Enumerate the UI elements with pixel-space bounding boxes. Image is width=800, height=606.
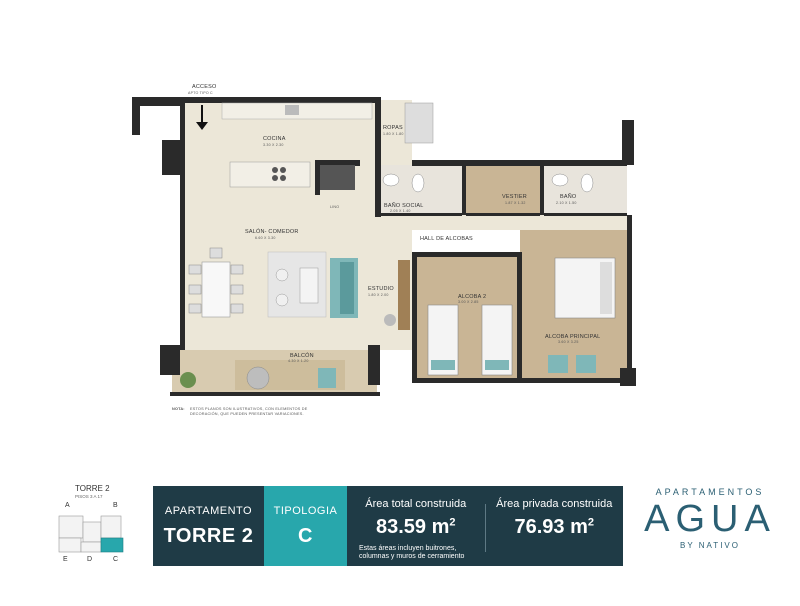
- svg-text:2.05 X 1.40: 2.05 X 1.40: [390, 209, 411, 213]
- area-divider: [484, 504, 486, 552]
- tower-mini-map: TORRE 2 PISOS 3 A 17 A B E D C: [55, 484, 140, 584]
- brand-logo: APARTAMENTOS AGUA BY NATIVO: [640, 487, 780, 567]
- type-label: TIPOLOGIA: [273, 504, 338, 517]
- apartment-value: TORRE 2: [163, 524, 254, 547]
- svg-text:2.10 X 1.50: 2.10 X 1.50: [556, 201, 577, 205]
- furniture: [180, 247, 616, 390]
- svg-text:LINO: LINO: [330, 205, 339, 209]
- svg-text:VESTIER: VESTIER: [502, 194, 527, 200]
- walls: [132, 97, 636, 396]
- private-area: Área privada construida 76.93 m2: [486, 498, 624, 566]
- type-value: C: [298, 524, 313, 547]
- mini-letter-d: D: [87, 556, 93, 563]
- mini-letter-e: E: [63, 556, 68, 563]
- svg-text:BALCÓN: BALCÓN: [290, 352, 314, 359]
- mini-tower-label: TORRE 2: [75, 484, 110, 493]
- svg-text:APTO TIPO C: APTO TIPO C: [188, 91, 213, 95]
- private-area-label: Área privada construida: [496, 498, 613, 510]
- total-area-value: 83.59 m2: [375, 516, 456, 538]
- svg-text:1.80 X 2.00: 1.80 X 2.00: [368, 293, 389, 297]
- svg-text:ALCOBA PRINCIPAL: ALCOBA PRINCIPAL: [545, 334, 600, 340]
- floors: [172, 100, 628, 396]
- total-area: Área total construida 83.59 m2 Estas áre…: [347, 498, 485, 566]
- svg-text:SALÓN- COMEDOR: SALÓN- COMEDOR: [245, 228, 299, 235]
- private-area-value: 76.93 m2: [514, 516, 594, 538]
- svg-text:COCINA: COCINA: [263, 136, 286, 142]
- areas-cell: Área total construida 83.59 m2 Estas áre…: [347, 486, 623, 566]
- svg-text:3.00 X 2.85: 3.00 X 2.85: [458, 300, 479, 304]
- svg-text:3.30 X 2.30: 3.30 X 2.30: [263, 143, 284, 147]
- mini-floors-label: PISOS 3 A 17: [75, 494, 103, 499]
- svg-text:BAÑO SOCIAL: BAÑO SOCIAL: [384, 202, 424, 209]
- brand-top: APARTAMENTOS: [655, 487, 765, 497]
- svg-text:6.60 X 3.30: 6.60 X 3.30: [255, 236, 276, 240]
- apartment-cell: APARTAMENTO TORRE 2: [153, 486, 264, 566]
- svg-text:ALCOBA 2: ALCOBA 2: [458, 294, 486, 300]
- brand-name: AGUA: [644, 498, 776, 540]
- svg-text:HALL DE ALCOBAS: HALL DE ALCOBAS: [420, 236, 473, 242]
- floor-plan: ACCESO APTO TIPO C COCINA 3.30 X 2.30 RO…: [132, 84, 636, 416]
- apartment-label: APARTAMENTO: [164, 504, 253, 517]
- svg-text:NOTA:: NOTA:: [172, 407, 185, 411]
- mini-letter-b: B: [113, 502, 118, 509]
- mini-plan-icon: [58, 515, 124, 553]
- total-area-label: Área total construida: [365, 498, 467, 510]
- svg-text:ACCESO: ACCESO: [192, 84, 217, 90]
- access-arrow-icon: [196, 105, 208, 130]
- mini-letter-a: A: [65, 502, 70, 509]
- svg-text:ROPAS: ROPAS: [383, 125, 403, 131]
- svg-text:1.87 X 1.32: 1.87 X 1.32: [505, 201, 526, 205]
- area-note: Estas áreas incluyen buitrones,columnas …: [359, 545, 465, 560]
- type-cell: TIPOLOGIA C: [264, 486, 347, 566]
- mini-letter-c: C: [113, 556, 119, 563]
- svg-text:ESTOS PLANOS SON ILUSTRATIVOS,: ESTOS PLANOS SON ILUSTRATIVOS, CON ELEME…: [190, 407, 308, 411]
- svg-text:BAÑO: BAÑO: [560, 193, 577, 200]
- bathroom-fixtures: [382, 173, 594, 193]
- svg-text:4.30 X 1.20: 4.30 X 1.20: [288, 359, 309, 363]
- svg-text:3.60 X 3.25: 3.60 X 3.25: [558, 340, 579, 344]
- kitchen-fixtures: [221, 102, 434, 190]
- svg-text:DECORACIÓN, QUE PUEDEN PRESENT: DECORACIÓN, QUE PUEDEN PRESENTAR VARIACI…: [190, 411, 304, 416]
- svg-text:ESTUDIO: ESTUDIO: [368, 286, 394, 292]
- room-labels: ACCESO APTO TIPO C COCINA 3.30 X 2.30 RO…: [172, 84, 600, 416]
- brand-by: BY NATIVO: [680, 541, 740, 550]
- info-bar: APARTAMENTO TORRE 2 TIPOLOGIA C Área tot…: [153, 486, 623, 566]
- svg-text:1.80 X 1.80: 1.80 X 1.80: [383, 132, 404, 136]
